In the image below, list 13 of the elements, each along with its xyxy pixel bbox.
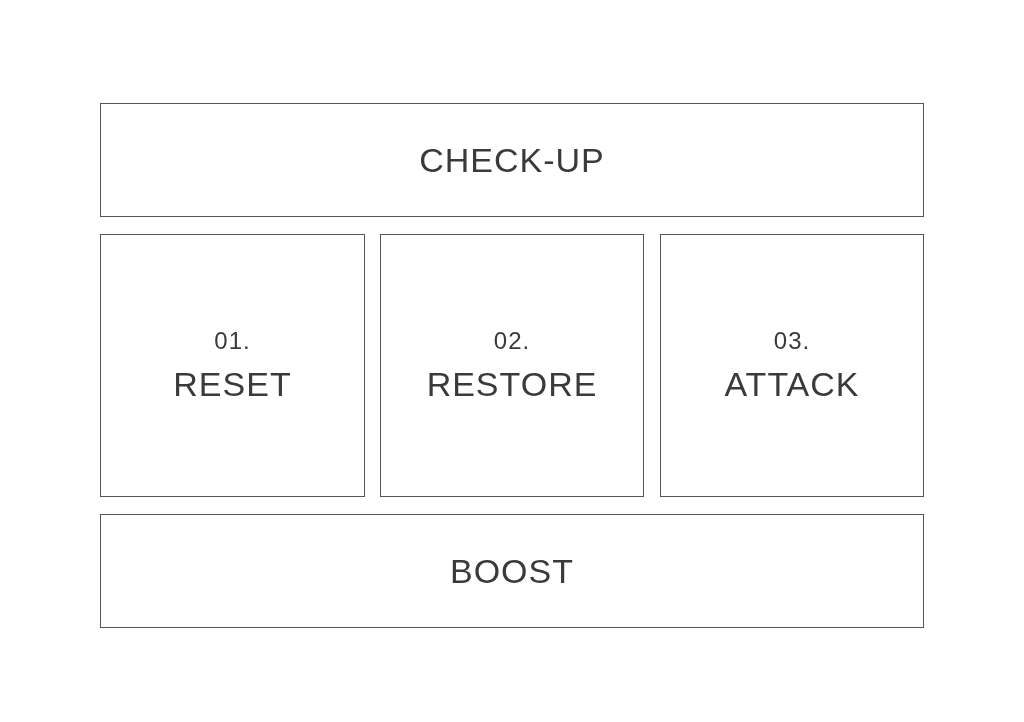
step-box <box>380 234 644 497</box>
step-title: RESTORE <box>426 365 598 404</box>
step-box <box>100 234 365 497</box>
step-number: 01. <box>214 327 251 355</box>
section-box <box>100 514 924 628</box>
step-number: 03. <box>773 327 811 355</box>
step-box <box>660 234 924 497</box>
step-number: 02. <box>493 327 531 355</box>
section-title: CHECK-UP <box>419 140 605 180</box>
step-title: RESET <box>173 365 292 404</box>
step-title: ATTACK <box>724 365 860 404</box>
section-title: BOOST <box>450 551 574 591</box>
section-box <box>100 103 924 217</box>
